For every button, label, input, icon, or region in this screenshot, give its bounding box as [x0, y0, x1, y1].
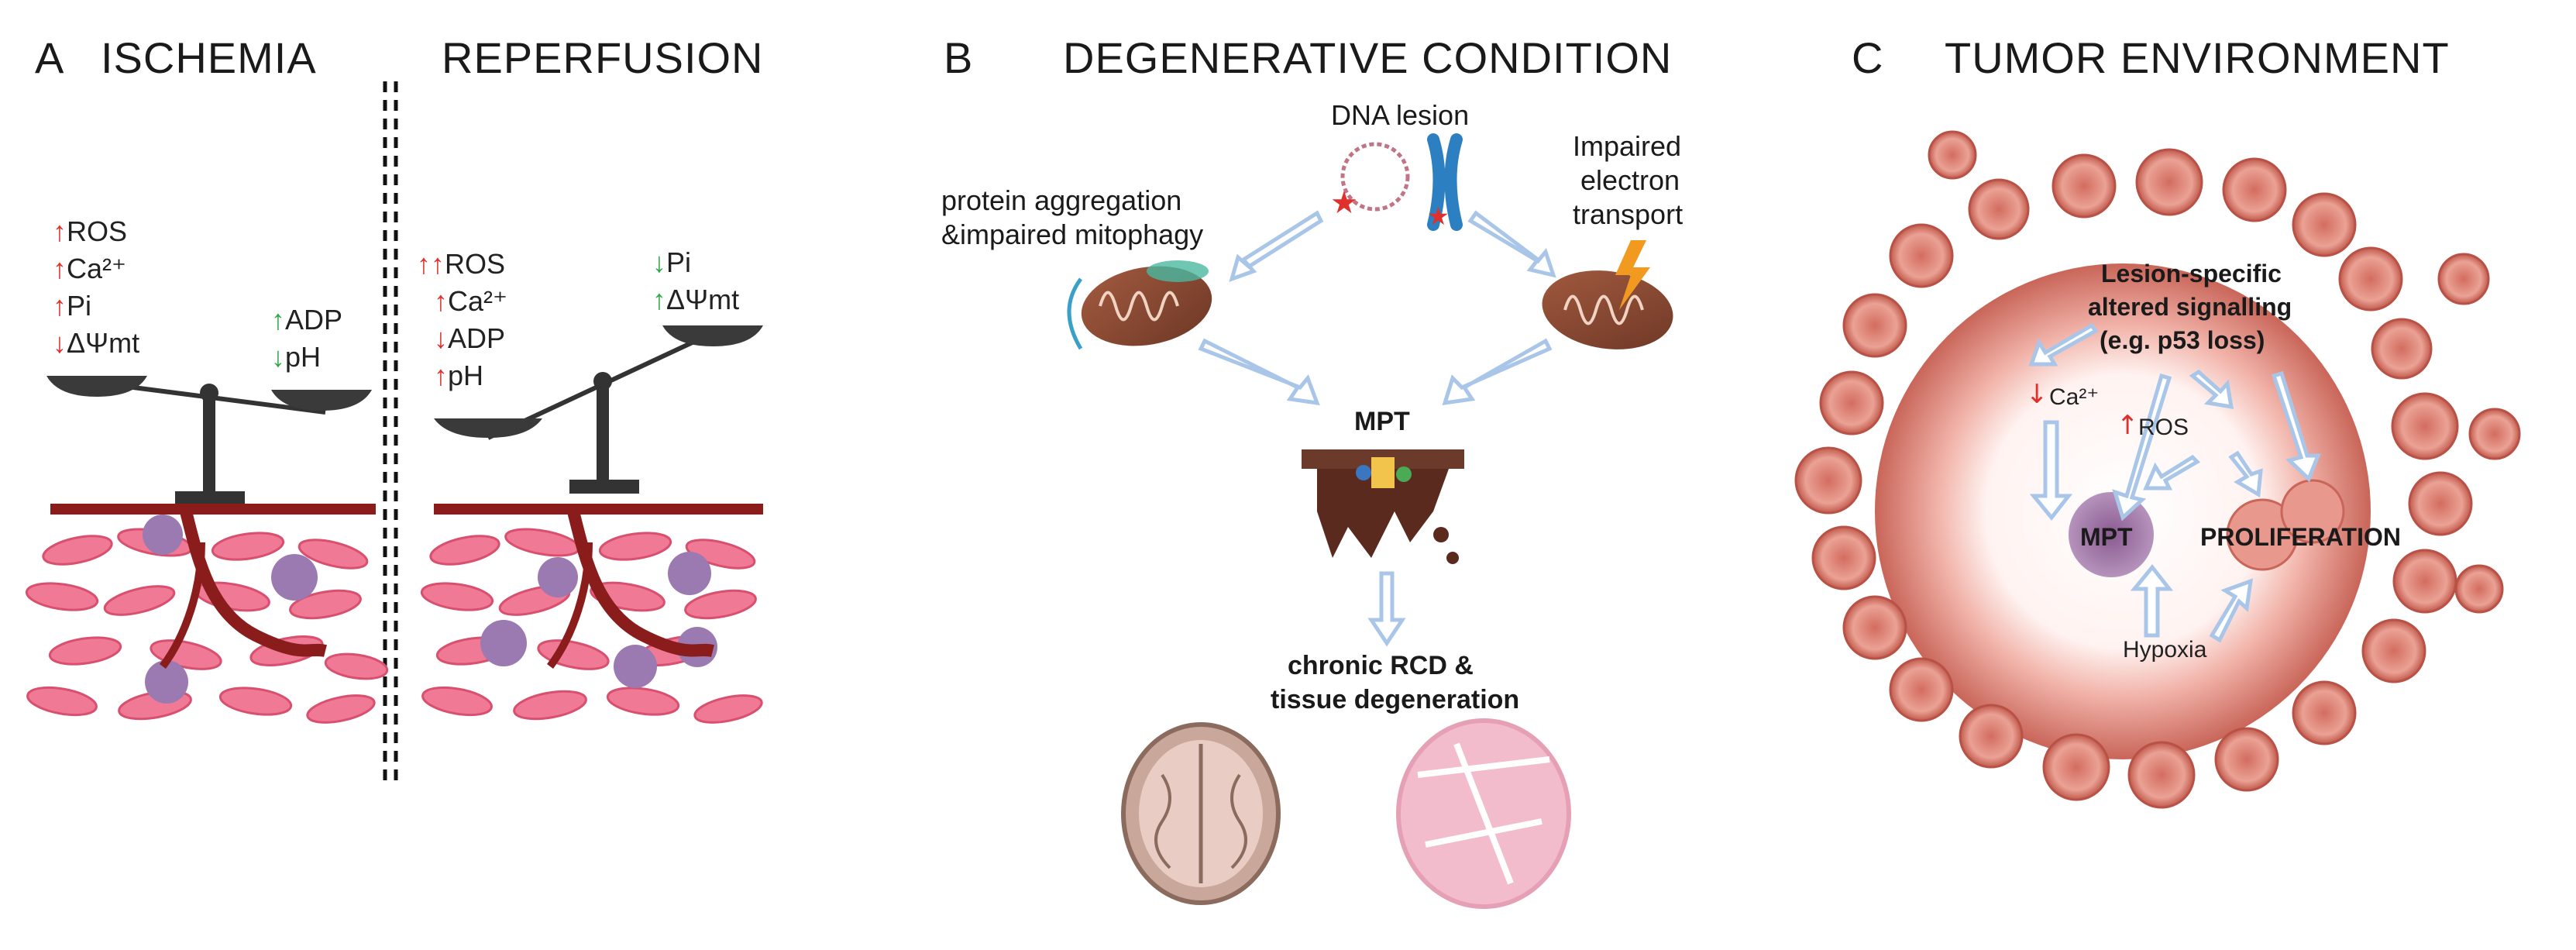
lesion-label-1: Lesion-specific [2101, 260, 2282, 287]
list-item: ↑Pi [53, 290, 91, 322]
chronic-rcd-label-1: chronic RCD & [1288, 651, 1474, 680]
tumor-cells [1794, 130, 2521, 809]
trend-arrow: ↑ [652, 284, 666, 315]
marker-label: Pi [666, 246, 692, 278]
marker-label: ADP [448, 322, 506, 354]
trend-arrow: ↑ [434, 360, 448, 391]
list-item: ↑Ca²⁺ [53, 253, 126, 285]
trend-arrow: ↓ [53, 327, 67, 359]
list-item: ↑↑ROS [417, 248, 505, 281]
list-item: ↓ΔΨmt [53, 327, 139, 360]
mpt-label: MPT [1354, 407, 1410, 436]
list-item: ↓Pi [652, 246, 691, 279]
electron-label-1: Impaired [1573, 130, 1682, 162]
panel-a [25, 81, 763, 783]
mpt-tumor-label: MPT [2080, 523, 2133, 551]
trend-arrow: ↑ [434, 285, 448, 317]
trend-arrow: ↑ [271, 304, 285, 336]
lesion-star-icon: ★ [1330, 185, 1358, 221]
tissue-section-icon [1396, 718, 1571, 909]
chronic-rcd-label-2: tissue degeneration [1271, 685, 1520, 714]
marker-label: Ca²⁺ [67, 253, 127, 284]
ros-up-arrow: ↑ [2117, 410, 2139, 441]
trend-arrow: ↓ [652, 246, 666, 278]
svg-text:★: ★ [1427, 201, 1450, 231]
trend-arrow: ↑↑ [417, 248, 445, 280]
marker-label: ROS [445, 248, 506, 280]
trend-arrow: ↓ [271, 341, 285, 373]
trend-arrow: ↑ [53, 253, 67, 284]
panel-b: ★ ★ [1067, 133, 1673, 909]
panel-a-letter: A [35, 33, 65, 82]
marker-label: ΔΨmt [67, 327, 140, 359]
ros-label: ROS [2138, 415, 2189, 440]
ischemia-reperfusion-divider [383, 81, 398, 783]
reperfusion-tissue-illustration [420, 504, 763, 724]
lesion-label-2: altered signalling [2088, 293, 2292, 321]
electron-label-2: electron [1580, 164, 1680, 196]
panel-c: ↓ ↑ [1794, 130, 2521, 809]
ischemia-title: ISCHEMIA [101, 33, 317, 82]
tumor-title: TUMOR ENVIRONMENT [1945, 33, 2450, 82]
marker-label: ΔΨmt [666, 284, 740, 315]
panel-c-letter: C [1852, 33, 1884, 82]
trend-arrow: ↑ [53, 290, 67, 322]
hypoxia-label: Hypoxia [2123, 637, 2207, 663]
mpt-illustration [1302, 449, 1464, 564]
marker-label: pH [285, 341, 322, 373]
brain-section-icon [1121, 722, 1281, 905]
mitochondrion-aggregation-icon [1067, 260, 1212, 350]
marker-label: ROS [67, 215, 128, 247]
mpt-blob [2069, 492, 2154, 577]
ca-label: Ca²⁺ [2049, 384, 2100, 410]
list-item: ↑ADP [271, 304, 342, 336]
chromosome-icon: ★ [1427, 133, 1463, 231]
ischemia-tissue-illustration [25, 504, 389, 724]
mitochondrion-electron-icon [1542, 240, 1673, 349]
flow-arrows [1198, 210, 1556, 647]
dna-lesion-label: DNA lesion [1331, 99, 1470, 131]
protein-aggregation-label-1: protein aggregation [941, 184, 1182, 216]
proliferation-label: PROLIFERATION [2200, 523, 2401, 551]
protein-aggregation-label-2: &impaired mitophagy [941, 219, 1204, 250]
list-item: ↓pH [271, 341, 321, 373]
list-item: ↓ADP [434, 322, 505, 355]
reperfusion-title: REPERFUSION [442, 33, 764, 82]
panel-b-letter: B [944, 33, 974, 82]
list-item: ↑Ca²⁺ [434, 285, 507, 318]
trend-arrow: ↑ [53, 215, 67, 247]
lesion-label-3: (e.g. p53 loss) [2100, 326, 2265, 354]
list-item: ↑pH [434, 360, 483, 392]
marker-label: Ca²⁺ [448, 285, 508, 317]
ca-down-arrow: ↓ [2026, 379, 2048, 410]
proliferation-cells [2226, 479, 2345, 571]
reperfusion-balance-scale [434, 325, 763, 494]
marker-label: ADP [285, 304, 343, 336]
plasmid-icon [1340, 142, 1410, 212]
list-item: ↑ROS [53, 215, 127, 248]
electron-label-3: transport [1573, 198, 1684, 230]
degenerative-title: DEGENERATIVE CONDITION [1063, 33, 1673, 82]
marker-label: Pi [67, 290, 92, 322]
ischemia-balance-scale [46, 376, 372, 505]
tumor-flow-arrows [2028, 322, 2321, 643]
trend-arrow: ↓ [434, 322, 448, 354]
marker-label: pH [448, 360, 484, 391]
list-item: ↑ΔΨmt [652, 284, 739, 316]
